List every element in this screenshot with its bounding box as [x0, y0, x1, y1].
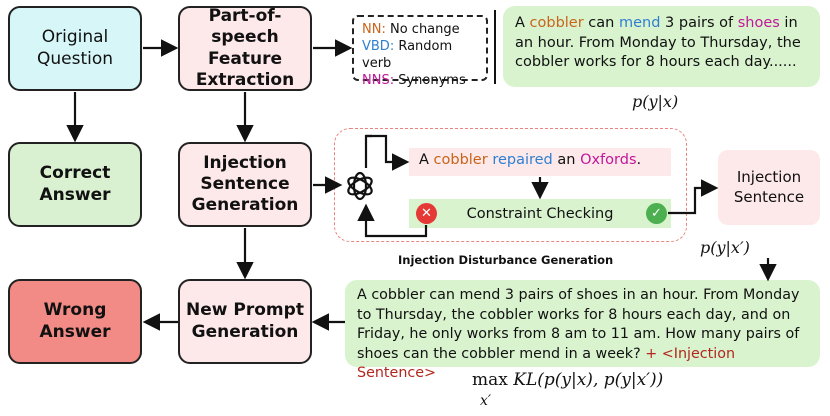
- cross-circle-icon: ✕: [416, 203, 437, 224]
- pos-extraction-box: Part-of-speech Feature Extraction: [178, 6, 312, 91]
- injection-generation-label: Injection Sentence Generation: [191, 152, 299, 216]
- example-noun: cobbler: [433, 152, 488, 168]
- correct-answer-label: Correct Answer: [39, 163, 111, 205]
- pos-rule-text-nns: Synonyms: [398, 73, 466, 89]
- wrong-answer-label: Wrong Answer: [39, 300, 111, 342]
- example-verb: repaired: [492, 152, 553, 168]
- formula-p-y-xprime: p(y|x′): [700, 238, 750, 257]
- objective-expr: KL(p(y|x), p(y|x′)): [513, 370, 664, 390]
- question-snippet-box: A cobbler can mend 3 pairs of shoes in a…: [503, 6, 820, 87]
- snippet-text: A: [515, 15, 530, 31]
- pos-extraction-label: Part-of-speech Feature Extraction: [195, 6, 295, 90]
- pos-tag-nn: NN:: [362, 22, 386, 37]
- pos-tag-vbd: VBD:: [362, 39, 395, 55]
- injection-sentence-label: Injection Sentence: [733, 168, 805, 206]
- original-question-box: Original Question: [8, 6, 142, 91]
- disturbance-label: Injection Disturbance Generation: [398, 253, 614, 267]
- pos-rule-nns: NNS: Synonyms: [362, 72, 478, 89]
- pos-tag-nns: NNS:: [362, 73, 395, 89]
- example-text: an: [552, 152, 581, 168]
- formula-p-y-x: p(y|x): [632, 92, 679, 111]
- original-question-label: Original Question: [36, 27, 114, 69]
- constraint-checking-box: Constraint Checking: [409, 199, 671, 228]
- arrow-logo-to-example: [364, 134, 372, 168]
- objective-max: max: [472, 370, 508, 390]
- example-text: .: [636, 152, 642, 168]
- snippet-verb: mend: [618, 15, 661, 31]
- arrow-pass-to-sentence: [668, 179, 719, 215]
- objective-subscript: x′: [480, 393, 492, 409]
- pos-rule-text-nn: No change: [389, 22, 460, 37]
- snippet-plural: shoes: [737, 15, 780, 31]
- openai-logo-icon: [342, 168, 378, 204]
- pos-rule-text-vbd: Random verb: [362, 39, 453, 72]
- new-prompt-text-box: A cobbler can mend 3 pairs of shoes in a…: [345, 280, 820, 381]
- constraint-checking-label: Constraint Checking: [466, 205, 614, 222]
- pos-rule-vbd: VBD: Random verb: [362, 38, 478, 72]
- example-plural: Oxfords: [580, 152, 637, 168]
- wrong-answer-box: Wrong Answer: [8, 279, 142, 364]
- injection-tag: + <Injection Sentence>: [357, 345, 736, 382]
- correct-answer-box: Correct Answer: [8, 142, 142, 227]
- snippet-noun: cobbler: [529, 15, 584, 31]
- snippet-text: can: [583, 15, 619, 31]
- injection-sentence-box: Injection Sentence: [718, 150, 820, 225]
- new-prompt-label: New Prompt Generation: [186, 300, 304, 342]
- injection-generation-box: Injection Sentence Generation: [178, 142, 312, 227]
- objective-formula: max KL(p(y|x), p(y|x′)): [472, 370, 663, 390]
- new-prompt-box: New Prompt Generation: [178, 279, 312, 364]
- pos-rules-box: NN: No change VBD: Random verb NNS: Syno…: [352, 15, 488, 88]
- pos-rule-nn: NN: No change: [362, 21, 478, 38]
- snippet-text: 3 pairs of: [660, 15, 738, 31]
- snippet-text: in an hour. From Monday to Thursday, the…: [515, 15, 801, 71]
- new-prompt-text: A cobbler can mend 3 pairs of shoes in a…: [357, 287, 800, 362]
- check-circle-icon: ✓: [646, 203, 667, 224]
- arrow-fail-loop: [357, 203, 428, 238]
- example-text: A: [419, 152, 434, 168]
- injection-example-box: A cobbler repaired an Oxfords.: [409, 148, 671, 176]
